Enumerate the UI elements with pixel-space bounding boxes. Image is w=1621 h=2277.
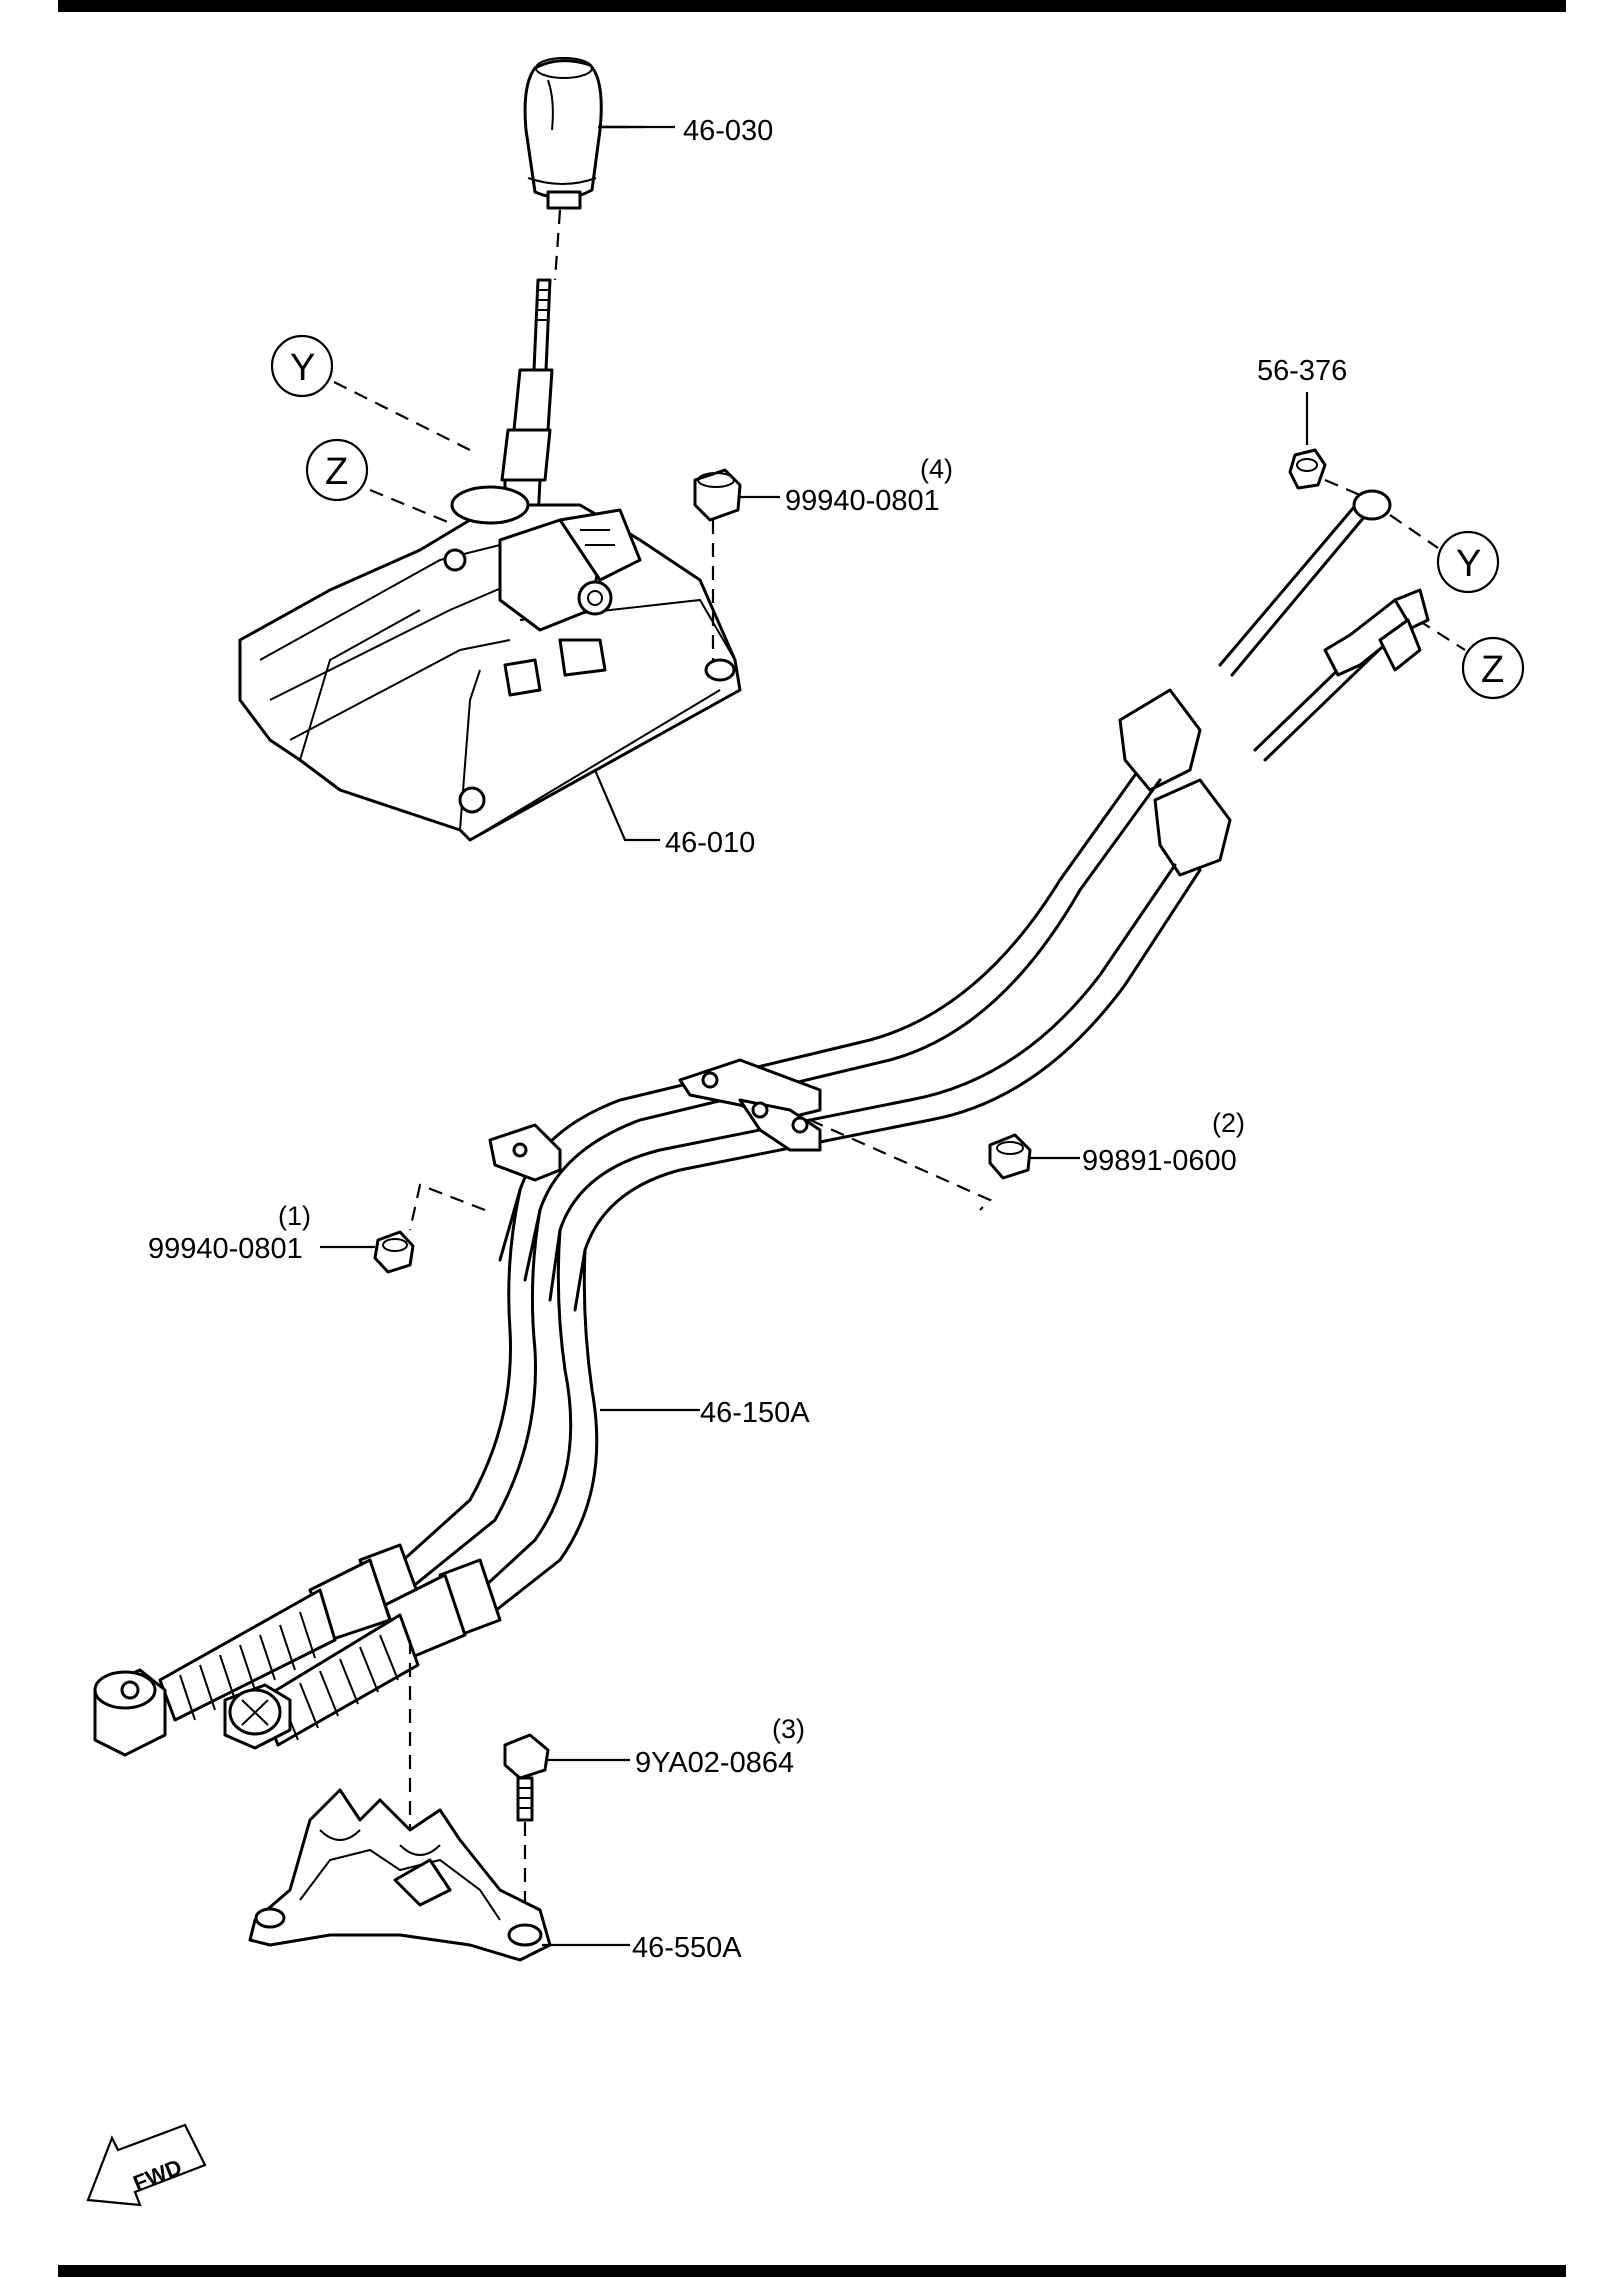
- nut-mid[interactable]: [988, 1133, 1032, 1180]
- nut-cable-end[interactable]: [1288, 448, 1327, 490]
- label-shifter: 46-010: [665, 827, 755, 859]
- qty-nut-mid: (2): [1212, 1108, 1245, 1138]
- label-nut-cable-end: 56-376: [1257, 355, 1347, 387]
- label-shift-knob: 46-030: [683, 115, 773, 147]
- qty-bolt-bracket: (3): [772, 1714, 805, 1744]
- label-bracket: 46-550A: [632, 1932, 742, 1964]
- bolt-bracket[interactable]: [503, 1733, 550, 1822]
- svg-text:Z: Z: [1481, 649, 1504, 691]
- shift-knob[interactable]: [523, 57, 603, 210]
- ref-z-right: Z: [1461, 636, 1525, 700]
- label-bolt-top: 99940-0801: [785, 485, 940, 517]
- svg-text:Y: Y: [1456, 543, 1481, 585]
- leader-shifter: [593, 769, 660, 842]
- svg-text:Z: Z: [325, 451, 348, 493]
- cable-bracket[interactable]: [248, 1788, 552, 1962]
- label-nut-mid: 99891-0600: [1082, 1145, 1237, 1177]
- ref-y-right: Y: [1436, 530, 1500, 594]
- ref-z-left: Z: [305, 438, 369, 502]
- cable-assembly[interactable]: [93, 489, 1430, 1757]
- shifter-assembly[interactable]: [238, 485, 742, 842]
- svg-text:Y: Y: [290, 347, 315, 389]
- fwd-label: FWD: [130, 2154, 186, 2196]
- qty-nut-left: (1): [278, 1201, 311, 1231]
- top-border: [58, 0, 1566, 12]
- bottom-border: [58, 2265, 1566, 2277]
- nut-left[interactable]: [373, 1230, 415, 1274]
- qty-bolt-top: (4): [920, 454, 953, 484]
- fwd-arrow-icon: FWD: [86, 2123, 207, 2207]
- label-nut-left: 99940-0801: [148, 1233, 303, 1265]
- bolt-top[interactable]: [693, 468, 742, 522]
- shift-lever: [500, 278, 554, 522]
- ref-y-left: Y: [270, 334, 334, 398]
- label-cable: 46-150A: [700, 1397, 810, 1429]
- label-bolt-bracket: 9YA02-0864: [635, 1747, 794, 1779]
